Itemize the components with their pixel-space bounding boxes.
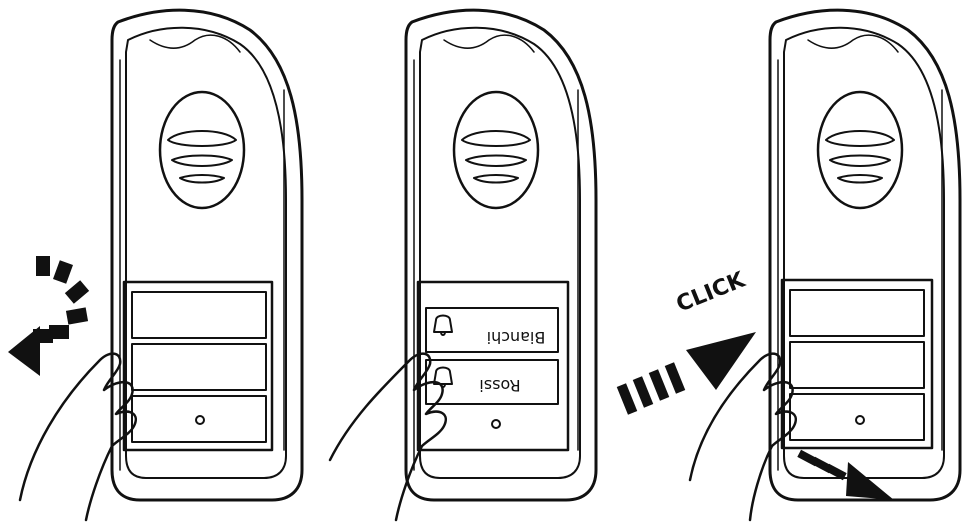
nameplate-label-lower: Rossi: [479, 376, 520, 395]
nameplate-lower: [425, 359, 559, 405]
panel-step-1: [8, 8, 304, 522]
pull-arrow-icon: [8, 256, 90, 376]
button-upper-1: [131, 291, 267, 339]
hand-1: [18, 352, 137, 522]
panel-step-2: Bianchi Rossi: [328, 8, 598, 522]
button-lower-3: [789, 341, 925, 389]
panel-step-3: CLICK: [616, 8, 962, 522]
button-lower-1: [131, 343, 267, 391]
button-module-2: [416, 280, 570, 452]
push-arrow-icon: [616, 332, 756, 415]
nameplate-upper: [425, 307, 559, 353]
button-module-1: [122, 280, 274, 452]
speaker-grille-2: [452, 90, 540, 210]
button-upper-3: [789, 289, 925, 337]
hand-3: [688, 352, 797, 522]
speaker-grille-1: [158, 90, 246, 210]
slide-arrow-icon: [797, 449, 894, 500]
click-callout: CLICK: [673, 267, 750, 317]
button-module-3: [780, 278, 934, 450]
nameplate-label-upper: Bianchi: [487, 328, 546, 347]
bell-icon: [433, 366, 453, 388]
bell-icon: [433, 314, 453, 336]
speaker-grille-3: [816, 90, 904, 210]
hand-2: [328, 352, 447, 522]
